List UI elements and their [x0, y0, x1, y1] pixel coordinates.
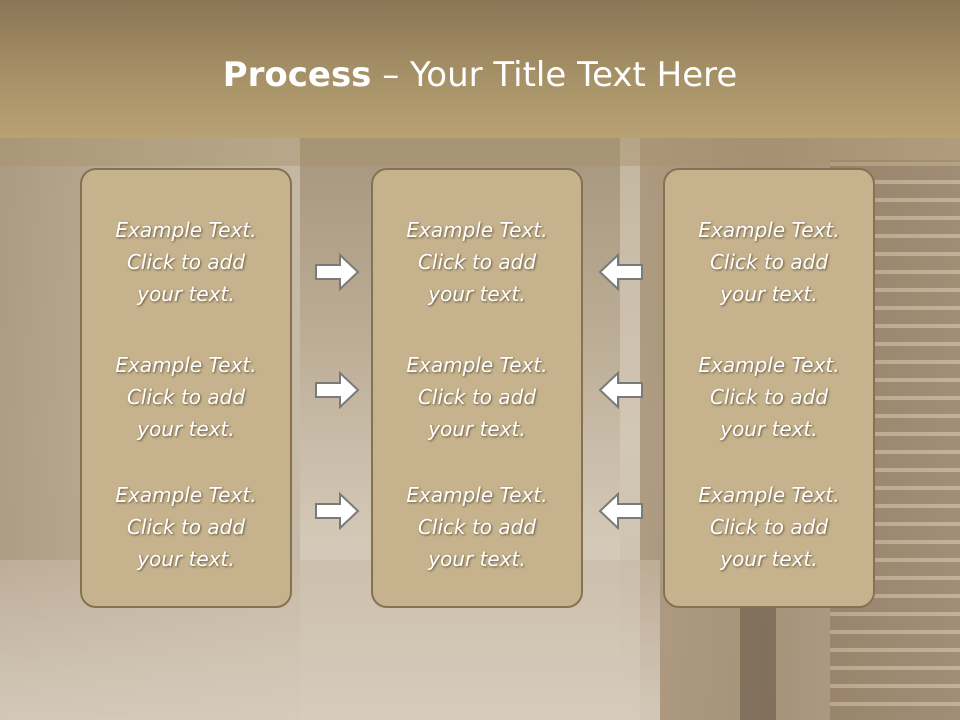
text-line: Click to add — [126, 385, 246, 409]
text-line: Example Text. — [406, 218, 548, 242]
title-bar — [0, 0, 960, 138]
title-band — [0, 138, 960, 166]
text-line: Example Text. — [115, 218, 257, 242]
text-line: Example Text. — [406, 483, 548, 507]
text-line: Example Text. — [698, 483, 840, 507]
arrow-right-icon — [315, 370, 360, 410]
text-line: your text. — [137, 547, 235, 571]
text-line: Click to add — [417, 515, 537, 539]
text-item[interactable]: Example Text. Click to add your text. — [82, 214, 290, 310]
text-line: your text. — [720, 417, 818, 441]
text-item[interactable]: Example Text. Click to add your text. — [373, 214, 581, 310]
arrow-left-icon — [598, 491, 643, 531]
text-box-left[interactable]: Example Text. Click to add your text. Ex… — [80, 168, 292, 608]
arrow-right-icon — [315, 252, 360, 292]
text-line: Click to add — [709, 385, 829, 409]
text-line: your text. — [720, 547, 818, 571]
text-item[interactable]: Example Text. Click to add your text. — [665, 214, 873, 310]
title-rest: – Your Title Text Here — [371, 55, 738, 95]
text-line: your text. — [428, 417, 526, 441]
text-item[interactable]: Example Text. Click to add your text. — [82, 349, 290, 445]
title-bold: Process — [222, 55, 372, 95]
text-line: Example Text. — [698, 353, 840, 377]
text-line: Click to add — [709, 515, 829, 539]
text-item[interactable]: Example Text. Click to add your text. — [665, 479, 873, 575]
text-line: Example Text. — [406, 353, 548, 377]
text-line: Example Text. — [698, 218, 840, 242]
text-box-right[interactable]: Example Text. Click to add your text. Ex… — [663, 168, 875, 608]
text-item[interactable]: Example Text. Click to add your text. — [373, 349, 581, 445]
text-line: your text. — [428, 547, 526, 571]
text-line: Example Text. — [115, 353, 257, 377]
text-line: Click to add — [417, 250, 537, 274]
text-line: Example Text. — [115, 483, 257, 507]
text-line: your text. — [720, 282, 818, 306]
text-box-center[interactable]: Example Text. Click to add your text. Ex… — [371, 168, 583, 608]
text-item[interactable]: Example Text. Click to add your text. — [665, 349, 873, 445]
arrow-right-icon — [315, 491, 360, 531]
text-line: Click to add — [126, 515, 246, 539]
text-line: your text. — [428, 282, 526, 306]
text-line: Click to add — [417, 385, 537, 409]
text-line: your text. — [137, 282, 235, 306]
arrow-left-icon — [598, 370, 643, 410]
text-item[interactable]: Example Text. Click to add your text. — [373, 479, 581, 575]
text-line: Click to add — [709, 250, 829, 274]
arrow-left-icon — [598, 252, 643, 292]
text-line: Click to add — [126, 250, 246, 274]
text-line: your text. — [137, 417, 235, 441]
text-item[interactable]: Example Text. Click to add your text. — [82, 479, 290, 575]
slide-title[interactable]: Process – Your Title Text Here — [0, 52, 960, 98]
